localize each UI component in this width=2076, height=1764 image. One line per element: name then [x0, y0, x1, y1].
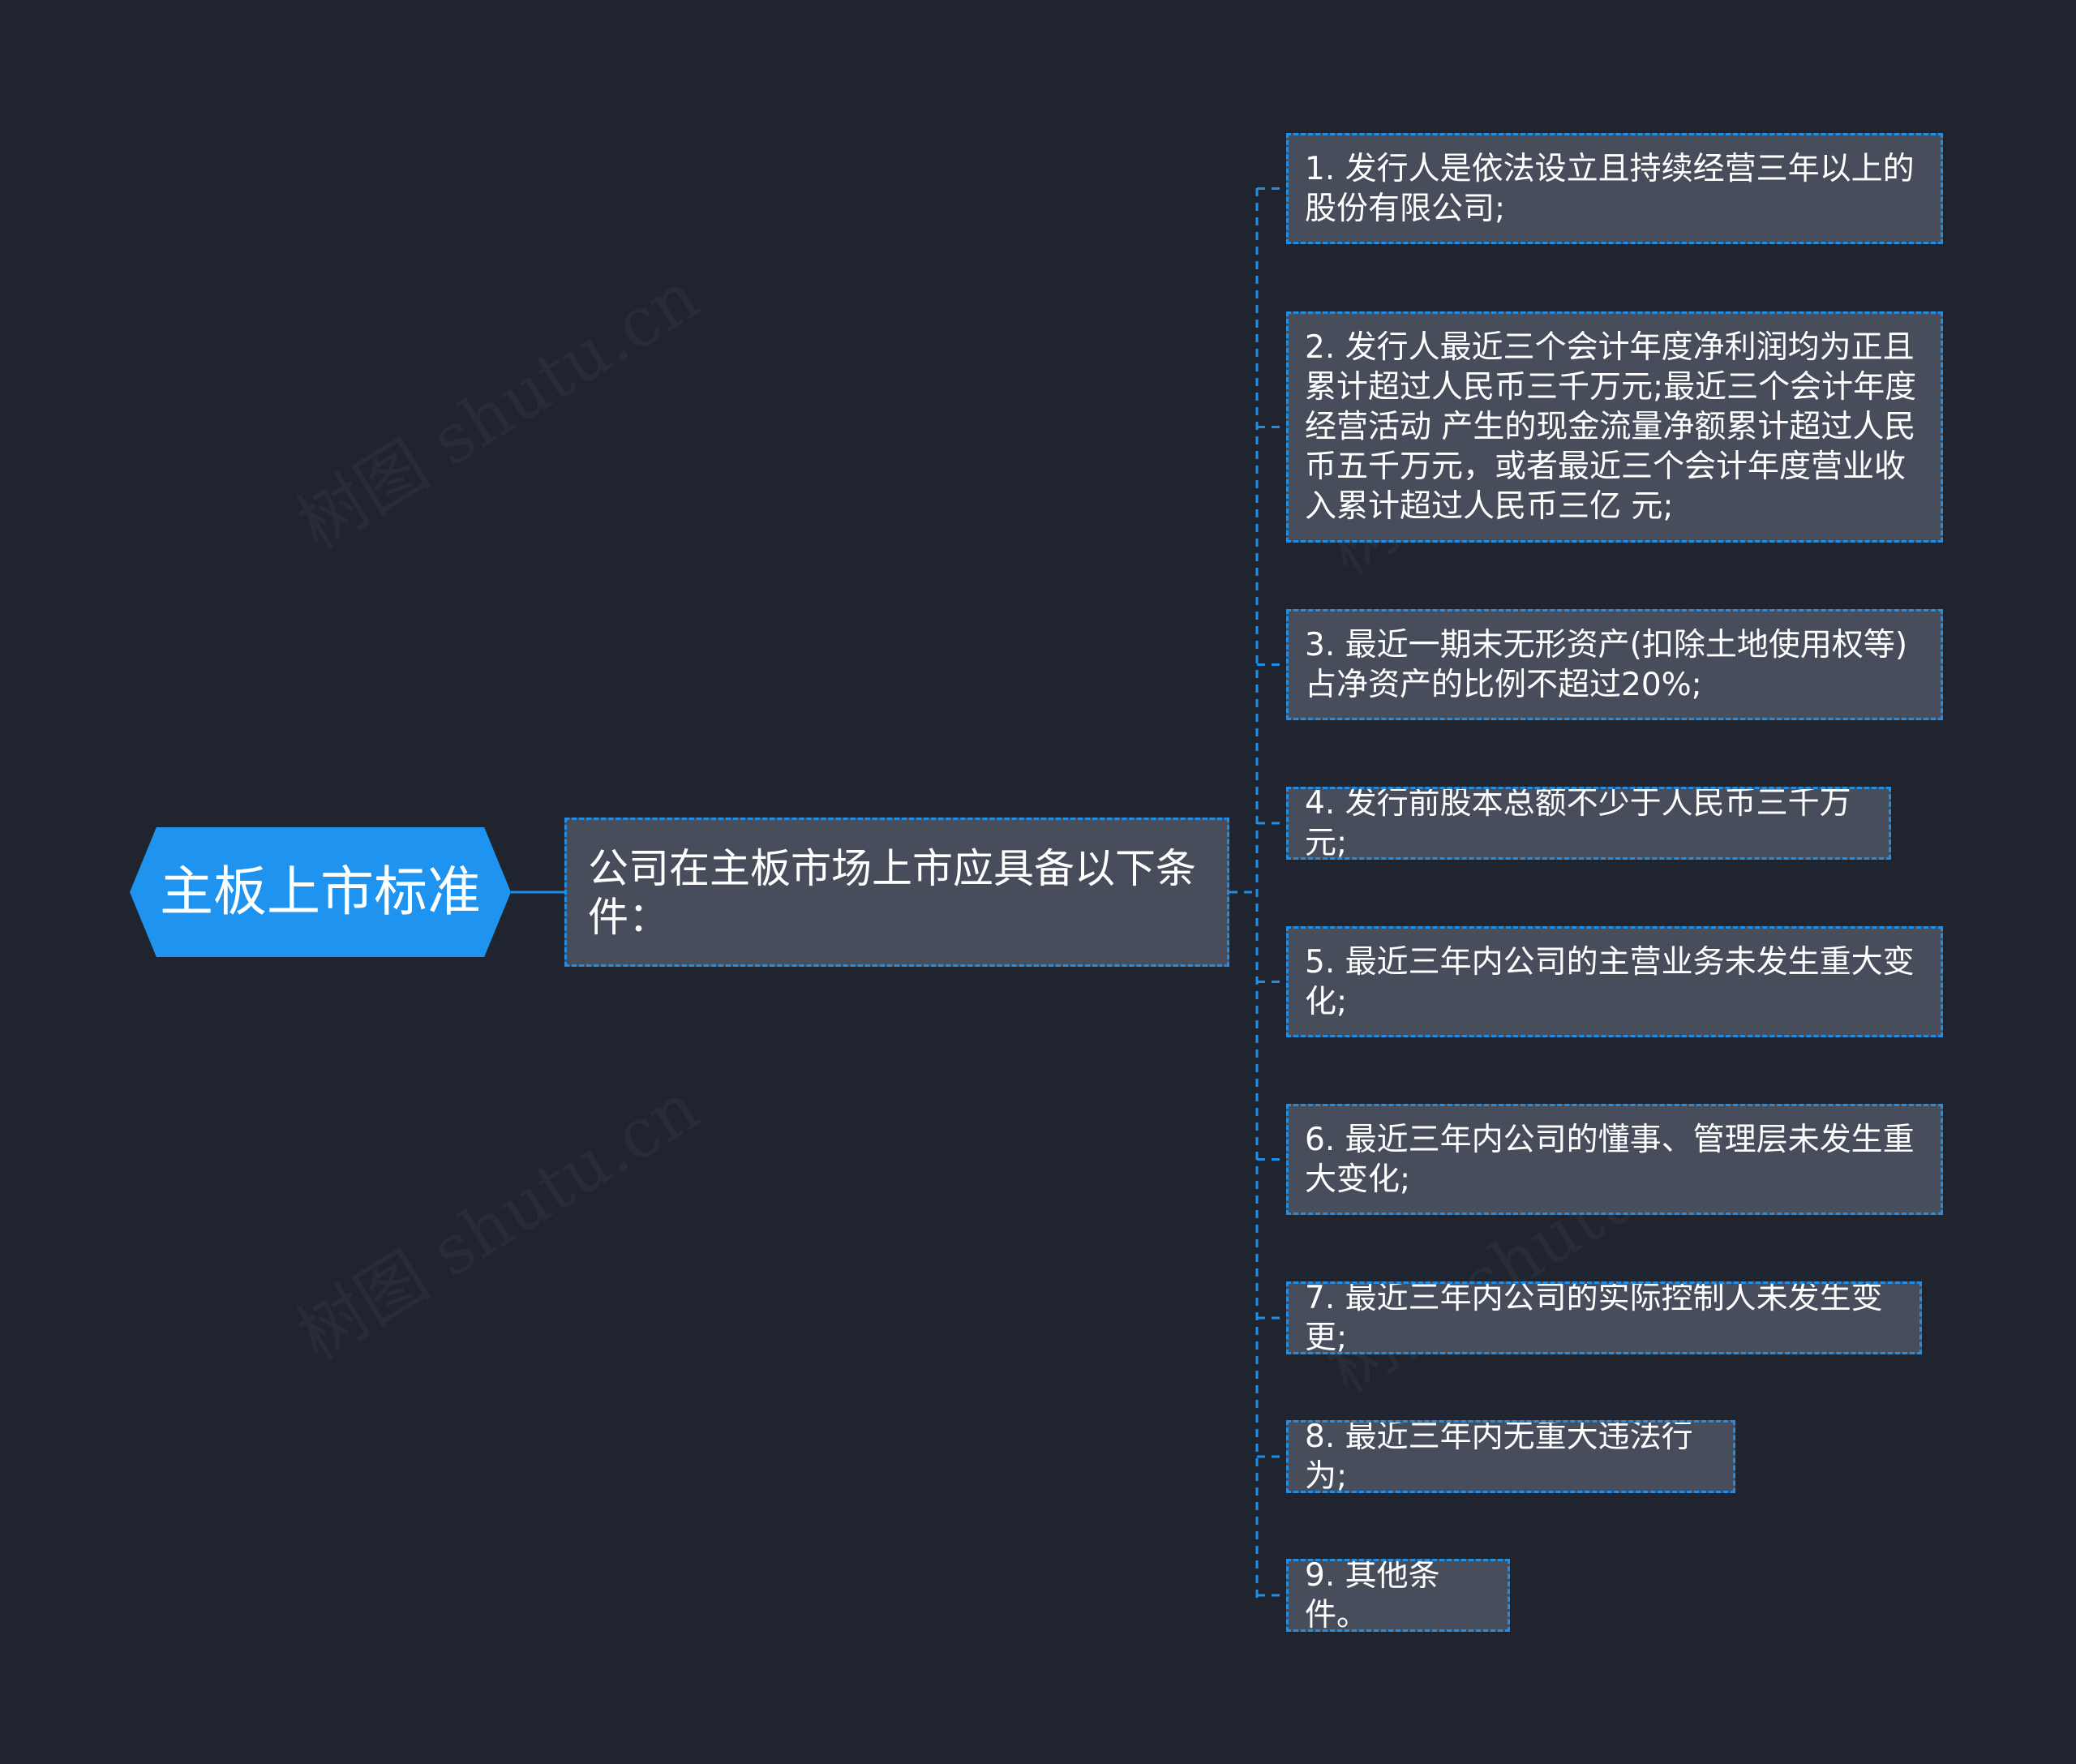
condition-label: 7. 最近三年内公司的实际控制人未发生变更; — [1305, 1281, 1883, 1354]
condition-node-6[interactable]: 6. 最近三年内公司的懂事、管理层未发生重大变化; — [1286, 1104, 1943, 1215]
condition-node-4[interactable]: 4. 发行前股本总额不少于人民币三千万元; — [1286, 787, 1891, 860]
condition-node-3[interactable]: 3. 最近一期末无形资产(扣除土地使用权等)占净资产的比例不超过20%; — [1286, 609, 1943, 720]
condition-label: 4. 发行前股本总额不少于人民币三千万元; — [1305, 787, 1851, 860]
condition-node-1[interactable]: 1. 发行人是依法设立且持续经营三年以上的股份有限公司; — [1286, 133, 1943, 244]
branch-node-listing-conditions[interactable]: 公司在主板市场上市应具备以下条件： — [564, 818, 1229, 967]
condition-label: 8. 最近三年内无重大违法行为; — [1305, 1420, 1693, 1493]
condition-label: 2. 发行人最近三个会计年度净利润均为正且累计超过人民币三千万元;最近三个会计年… — [1305, 329, 1917, 525]
condition-node-8[interactable]: 8. 最近三年内无重大违法行为; — [1286, 1420, 1735, 1493]
condition-label: 5. 最近三年内公司的主营业务未发生重大变化; — [1305, 943, 1915, 1020]
condition-node-2[interactable]: 2. 发行人最近三个会计年度净利润均为正且累计超过人民币三千万元;最近三个会计年… — [1286, 311, 1943, 543]
watermark: 树图 shutu.cn — [277, 1054, 714, 1379]
watermark: 树图 shutu.cn — [277, 243, 714, 568]
condition-label: 3. 最近一期末无形资产(扣除土地使用权等)占净资产的比例不超过20%; — [1305, 626, 1908, 703]
root-node-main-board-listing-standards[interactable]: 主板上市标准 — [130, 827, 511, 957]
condition-node-9[interactable]: 9. 其他条件。 — [1286, 1559, 1510, 1632]
condition-node-5[interactable]: 5. 最近三年内公司的主营业务未发生重大变化; — [1286, 926, 1943, 1037]
condition-label: 9. 其他条件。 — [1305, 1559, 1440, 1632]
condition-label: 1. 发行人是依法设立且持续经营三年以上的股份有限公司; — [1305, 150, 1915, 227]
condition-node-7[interactable]: 7. 最近三年内公司的实际控制人未发生变更; — [1286, 1281, 1922, 1354]
condition-label: 6. 最近三年内公司的懂事、管理层未发生重大变化; — [1305, 1121, 1915, 1198]
